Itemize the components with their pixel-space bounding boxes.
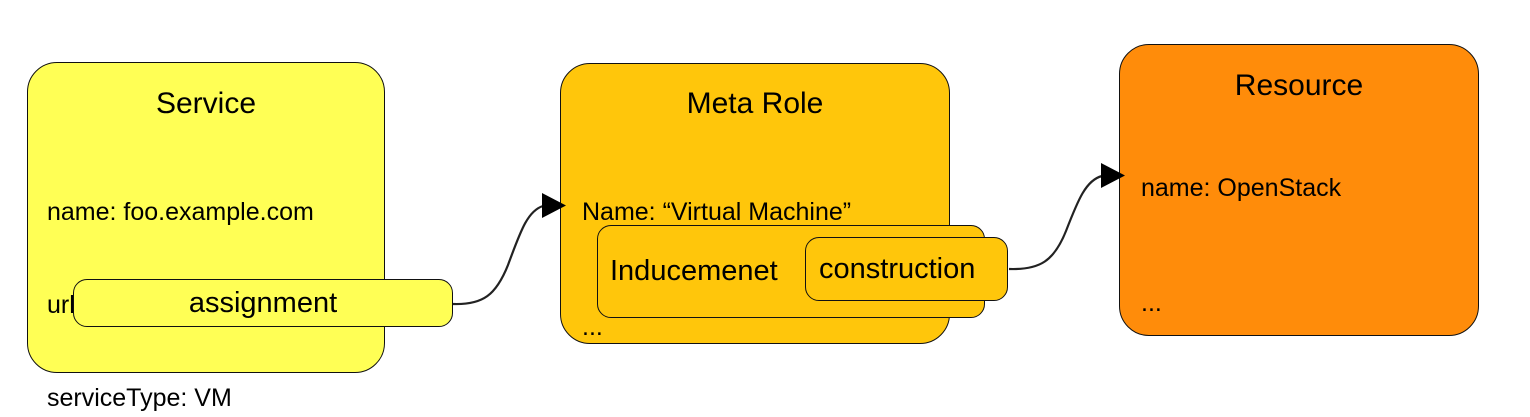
node-service-attribute-name: name: foo.example.com xyxy=(47,198,314,226)
edge-assignment-to-meta-role xyxy=(452,193,566,306)
node-meta-role-attribute-name: Name: “Virtual Machine” xyxy=(582,198,852,226)
subbox-construction[interactable]: construction xyxy=(805,237,1008,301)
edge-assignment-to-meta-role-path xyxy=(452,204,544,306)
node-resource-attribute-name: name: OpenStack xyxy=(1141,174,1342,202)
node-service-attribute-servicetype: serviceType: VM xyxy=(47,384,232,412)
node-resource-ellipsis: ... xyxy=(1141,289,1162,317)
node-resource-attributes: name: OpenStack ... xyxy=(1141,111,1341,381)
subbox-assignment[interactable]: assignment xyxy=(73,279,453,327)
node-meta-role-attributes: Name: “Virtual Machine” ... xyxy=(582,135,851,405)
node-meta-role-ellipsis: ... xyxy=(582,313,603,341)
subbox-inducemenet-label: Inducemenet xyxy=(610,255,778,287)
node-meta-role-title: Meta Role xyxy=(686,87,824,120)
subbox-assignment-label: assignment xyxy=(188,286,338,319)
node-service-attributes: name: foo.example.com url: 192.168.56.11… xyxy=(47,135,314,417)
subbox-construction-label: construction xyxy=(819,252,976,285)
edge-construction-to-resource-path xyxy=(1008,174,1103,271)
node-resource-title: Resource xyxy=(1234,69,1364,102)
node-resource[interactable]: Resource name: OpenStack ... xyxy=(1119,44,1479,336)
edge-construction-to-resource xyxy=(1008,163,1125,271)
node-service-title: Service xyxy=(155,87,257,120)
